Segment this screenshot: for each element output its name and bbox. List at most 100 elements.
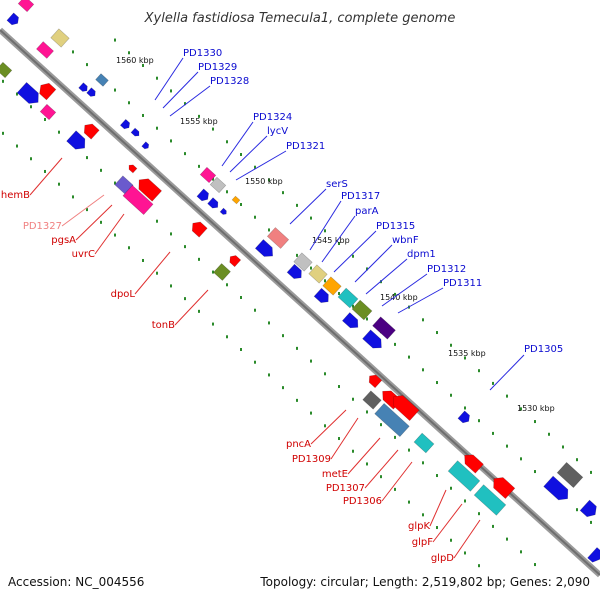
plus-strand-feature[interactable] xyxy=(17,0,35,13)
plus-strand-feature[interactable] xyxy=(341,312,361,332)
gene-label-pgsa[interactable]: pgsA xyxy=(51,235,76,246)
gene-label-pd1328[interactable]: PD1328 xyxy=(210,76,249,87)
gene-label-pd1306[interactable]: PD1306 xyxy=(343,496,382,507)
gene-label-pd1327[interactable]: PD1327 xyxy=(23,221,62,232)
gene-label-pd1329[interactable]: PD1329 xyxy=(198,62,237,73)
plus-strand-feature[interactable] xyxy=(579,499,600,520)
plus-strand-feature[interactable] xyxy=(337,287,359,309)
minus-strand-feature[interactable] xyxy=(374,402,410,438)
gene-label-hemb[interactable]: hemB xyxy=(1,190,30,201)
plus-strand-feature[interactable] xyxy=(141,141,150,150)
gene-label-pd1321[interactable]: PD1321 xyxy=(286,141,325,152)
minus-strand-feature[interactable] xyxy=(587,547,600,564)
gene-label-wbnf[interactable]: wbnF xyxy=(392,235,419,246)
gene-label-lycv[interactable]: lycV xyxy=(267,126,288,137)
plus-strand-feature[interactable] xyxy=(556,461,584,489)
plus-strand-feature[interactable] xyxy=(362,329,386,352)
gene-label-pd1324[interactable]: PD1324 xyxy=(253,112,292,123)
minus-strand-feature[interactable] xyxy=(461,451,484,474)
gene-label-glpf[interactable]: glpF xyxy=(412,537,433,548)
tick-dot xyxy=(254,360,256,364)
plus-strand-feature[interactable] xyxy=(119,118,131,130)
gene-label-tonb[interactable]: tonB xyxy=(152,320,175,331)
gene-label-pnca[interactable]: pncA xyxy=(286,439,311,450)
minus-strand-feature[interactable] xyxy=(362,390,382,410)
plus-strand-feature[interactable] xyxy=(50,28,70,48)
minus-strand-feature[interactable] xyxy=(489,473,516,500)
minus-strand-feature[interactable] xyxy=(134,175,163,202)
tick-dot xyxy=(16,92,18,96)
plus-strand-feature[interactable] xyxy=(457,410,472,425)
minus-strand-feature[interactable] xyxy=(413,432,435,454)
plus-strand-feature[interactable] xyxy=(313,287,332,306)
plus-strand-feature[interactable] xyxy=(207,197,221,211)
plus-strand-feature[interactable] xyxy=(231,195,241,205)
gene-label-dpol[interactable]: dpoL xyxy=(111,289,136,300)
minus-strand-feature[interactable] xyxy=(16,81,43,107)
leader-line xyxy=(235,150,287,181)
minus-strand-feature[interactable] xyxy=(39,103,57,121)
plus-strand-feature[interactable] xyxy=(86,87,98,99)
tick-dot xyxy=(128,246,130,250)
minus-strand-feature[interactable] xyxy=(0,61,13,79)
tick-dot xyxy=(478,512,480,516)
gene-label-pd1307[interactable]: PD1307 xyxy=(326,483,365,494)
minus-strand-feature[interactable] xyxy=(122,184,154,216)
plus-strand-feature[interactable] xyxy=(36,41,54,59)
plus-strand-feature[interactable] xyxy=(351,299,373,321)
minus-strand-feature[interactable] xyxy=(189,219,208,238)
leader-line xyxy=(432,503,463,543)
minus-strand-feature[interactable] xyxy=(213,263,231,281)
minus-strand-feature[interactable] xyxy=(473,484,507,516)
plus-strand-feature[interactable] xyxy=(199,166,217,184)
gene-label-pd1317[interactable]: PD1317 xyxy=(341,191,380,202)
plus-strand-feature[interactable] xyxy=(95,73,109,87)
gene-label-pd1315[interactable]: PD1315 xyxy=(376,221,415,232)
tick-dot xyxy=(254,308,256,312)
tick-dot xyxy=(128,51,130,55)
leader-line xyxy=(429,489,447,527)
plus-strand-feature[interactable] xyxy=(254,239,276,261)
plus-strand-feature[interactable] xyxy=(130,127,141,138)
minus-strand-feature[interactable] xyxy=(447,460,481,492)
gene-label-glpk[interactable]: glpK xyxy=(408,521,430,532)
gene-label-para[interactable]: parA xyxy=(355,206,379,217)
tick-dot xyxy=(408,448,410,452)
tick-dot xyxy=(226,140,228,144)
leader-line xyxy=(310,409,347,445)
plus-strand-feature[interactable] xyxy=(543,475,573,504)
gene-label-pd1330[interactable]: PD1330 xyxy=(183,48,222,59)
minus-strand-feature[interactable] xyxy=(227,253,242,268)
tick-dot xyxy=(394,342,396,346)
gene-label-sers[interactable]: serS xyxy=(326,179,348,190)
minus-strand-feature[interactable] xyxy=(127,163,138,174)
minus-strand-feature[interactable] xyxy=(81,121,100,140)
minus-strand-feature[interactable] xyxy=(36,80,57,101)
gene-label-glpd[interactable]: glpD xyxy=(431,553,454,564)
plus-strand-feature[interactable] xyxy=(322,276,342,296)
minus-strand-feature[interactable] xyxy=(366,372,383,389)
gene-label-pd1309[interactable]: PD1309 xyxy=(292,454,331,465)
tick-dot xyxy=(464,499,466,503)
plus-strand-feature[interactable] xyxy=(78,82,90,94)
leader-line xyxy=(154,57,184,101)
minus-strand-feature[interactable] xyxy=(389,391,420,422)
gene-label-pd1311[interactable]: PD1311 xyxy=(443,278,482,289)
plus-strand-feature[interactable] xyxy=(196,188,211,203)
plus-strand-feature[interactable] xyxy=(293,252,313,272)
plus-strand-feature[interactable] xyxy=(372,316,396,340)
gene-label-mete[interactable]: metE xyxy=(322,469,348,480)
gene-label-pd1305[interactable]: PD1305 xyxy=(524,344,563,355)
leader-line xyxy=(347,437,381,475)
gene-label-pd1312[interactable]: PD1312 xyxy=(427,264,466,275)
gene-label-uvrc[interactable]: uvrC xyxy=(72,249,95,260)
plus-strand-feature[interactable] xyxy=(266,227,290,249)
plus-strand-feature[interactable] xyxy=(209,176,227,194)
plus-strand-feature[interactable] xyxy=(308,264,328,284)
gene-label-dpm1[interactable]: dpm1 xyxy=(407,249,436,260)
plus-strand-feature[interactable] xyxy=(286,263,305,282)
minus-strand-feature[interactable] xyxy=(66,130,90,153)
plus-strand-feature[interactable] xyxy=(219,207,228,216)
plus-strand-feature[interactable] xyxy=(6,12,21,27)
tick-dot xyxy=(58,130,60,134)
